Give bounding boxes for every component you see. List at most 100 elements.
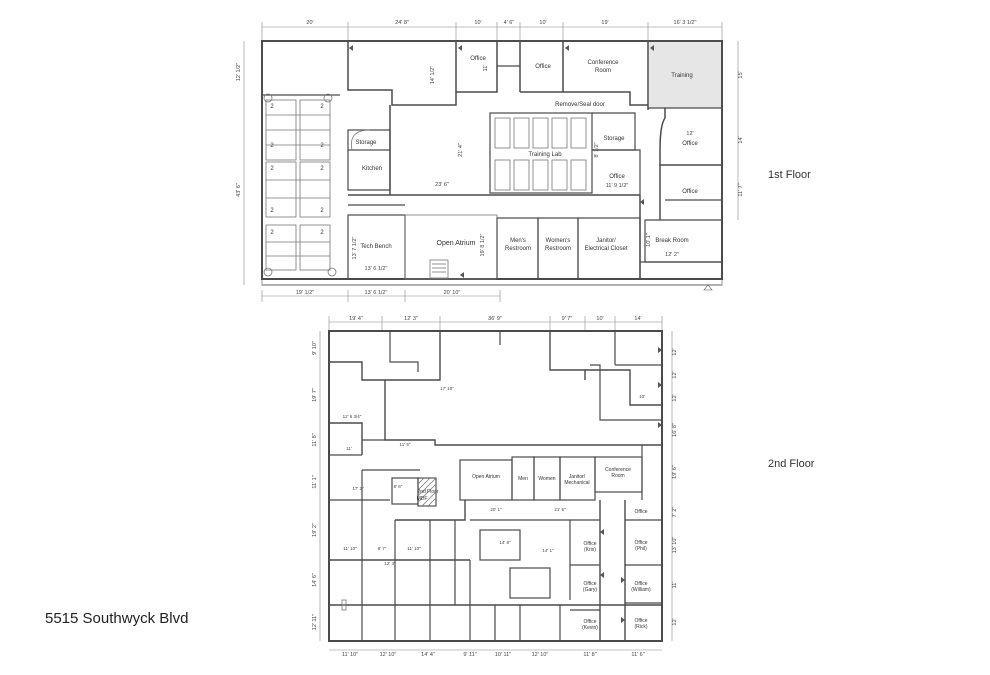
second-floor-plan: 19' 4" 12' 3" 36' 9" 9' 7" 10' 14' 9' 10… [312,316,678,658]
f1-top-dim-2: 24' 8" [395,20,409,26]
f1-left-dim-1: 12' 1/2" [236,63,242,81]
count-label: 2 [270,143,274,149]
f2-bottom-dim: 12' 10" [380,652,397,658]
dim-label: 11' [346,446,352,451]
dim-label: 12' 6 3/4" [343,414,362,419]
dim-label: 10' 1" [646,233,652,247]
f2-bottom-dim: 11' 10" [342,652,358,658]
dim-label: 12' 2" [665,252,679,258]
f2-right-dim: 11' [672,582,678,589]
room-office: Office [470,56,486,62]
count-label: 2 [320,208,324,214]
room-womens-restroom: Women's [546,238,571,244]
room-men: Men [518,476,528,482]
remove-seal-door-note: Remove/Seal door [555,102,605,108]
room-conference: Room [595,68,611,74]
room-janitor-mechanical: Mechanical [564,480,589,486]
dim-label: 11' 9 1/2" [606,183,629,189]
f2-top-dim-6: 14' [634,316,641,322]
f1-right-dim-3: 11' 7" [738,183,744,196]
dim-label: 8' 6" [394,484,403,489]
count-label: 2 [270,230,274,236]
dim-label: 11' 10" [407,546,421,551]
f2-right-dim: 16' 8" [672,423,678,437]
mdf-hatch [417,477,437,507]
room-office-kevin: (Kevin) [582,625,598,631]
room-training-lab: Training Lab [528,152,562,158]
dim-label: 8' 7" [378,546,387,551]
dim-label: 14' 8" [499,540,511,545]
dim-label: 11' [483,65,489,72]
count-label: 2 [270,208,274,214]
f2-bottom-dim: 11' 6" [631,652,644,658]
dim-label: 17' 2" [352,486,364,491]
f1-right-dim-1: 15' [738,71,744,78]
f2-bottom-dim: 12' 10" [532,652,549,658]
f2-left-dim: 19' 2" [312,523,318,537]
f2-right-dim: 13' 10" [672,537,678,554]
f2-right-dim: 12' [672,618,678,625]
f2-bottom-dim: 14' 4" [421,652,435,658]
dim-label: 23' 6" [435,182,449,188]
dim-label: 21' 5" [554,507,566,512]
room-conference: Conference [587,60,619,66]
dim-label: 13' 7 1/2" [352,237,358,260]
f1-left-dim-2: 43' 6" [236,183,242,197]
dim-label: 21' 4" [458,143,464,157]
room-office-kevin: Office [584,619,597,625]
room-office: Office [682,189,698,195]
first-floor-plan: 20' 24' 8" 10' 4' 6" 10' 19' 16' 3 1/2" … [236,20,744,302]
room-office-rick: (Rick) [634,624,647,630]
room-office-william: Office [635,581,648,587]
room-mdf: 2nd Floor [417,489,438,495]
room-office-kris: Office [584,541,597,547]
f1-top-dim-1: 20' [306,20,313,26]
room-break-room: Break Room [655,238,688,244]
dim-label: 17' 10" [440,386,454,391]
f2-floor-label: 2nd Floor [768,458,815,470]
f1-bottom-dim-3: 20' 10" [444,290,461,296]
f1-top-dim-4: 4' 6" [504,20,515,26]
f1-floor-label: 1st Floor [768,169,811,181]
room-women: Women [538,476,555,482]
f2-left-dim: 19' 7" [312,388,318,402]
dim-label: 14' 1" [542,548,554,553]
room-office: Office [609,174,625,180]
f2-top-dim-1: 19' 4" [349,316,363,322]
f2-left-dim: 11' 8" [312,433,318,446]
room-mens-restroom: Men's [510,238,526,244]
dim-label: 10' [639,394,645,399]
f2-bottom-dim: 11' 8" [583,652,596,658]
room-mens-restroom: Restroom [505,246,531,252]
count-label: 2 [320,166,324,172]
dim-label: 12' 3" [384,561,396,566]
f1-bottom-dim-1: 19' 1/2" [296,290,314,296]
dim-label: 14' 1/2" [430,66,436,84]
room-office-kris: (Kris) [584,547,596,553]
room-janitor-mechanical: Janitor/ [569,474,586,480]
room-office-gary: (Gary) [583,587,598,593]
f1-top-dim-5: 10' [539,20,546,26]
f2-top-dim-3: 36' 9" [488,316,502,322]
count-label: 2 [320,104,324,110]
room-janitor-closet: Electrical Closet [584,246,627,252]
f1-top-dim-3: 10' [474,20,481,26]
f2-left-dim: 14' 6" [312,573,318,587]
room-tech-bench: Tech Bench [360,244,391,250]
room-mdf: MDF [417,496,428,502]
f2-right-dim: 12' [672,371,678,378]
f2-bottom-dim: 9' 11" [463,652,476,658]
room-storage: Storage [603,136,625,142]
property-address: 5515 Southwyck Blvd [45,610,189,627]
f2-right-dim: 12' [672,348,678,355]
room-office-phil: Office [635,540,648,546]
f2-right-dim: 12' [672,394,678,401]
dim-label: 11' 5" [400,442,411,447]
room-training: Training [671,73,692,79]
room-open-atrium: Open Atrium [472,474,500,480]
f1-top-dim-7: 16' 3 1/2" [674,20,697,26]
f2-right-dim: 19' 6" [672,465,678,479]
room-office: Office [635,509,648,515]
room-office: Office [682,141,698,147]
